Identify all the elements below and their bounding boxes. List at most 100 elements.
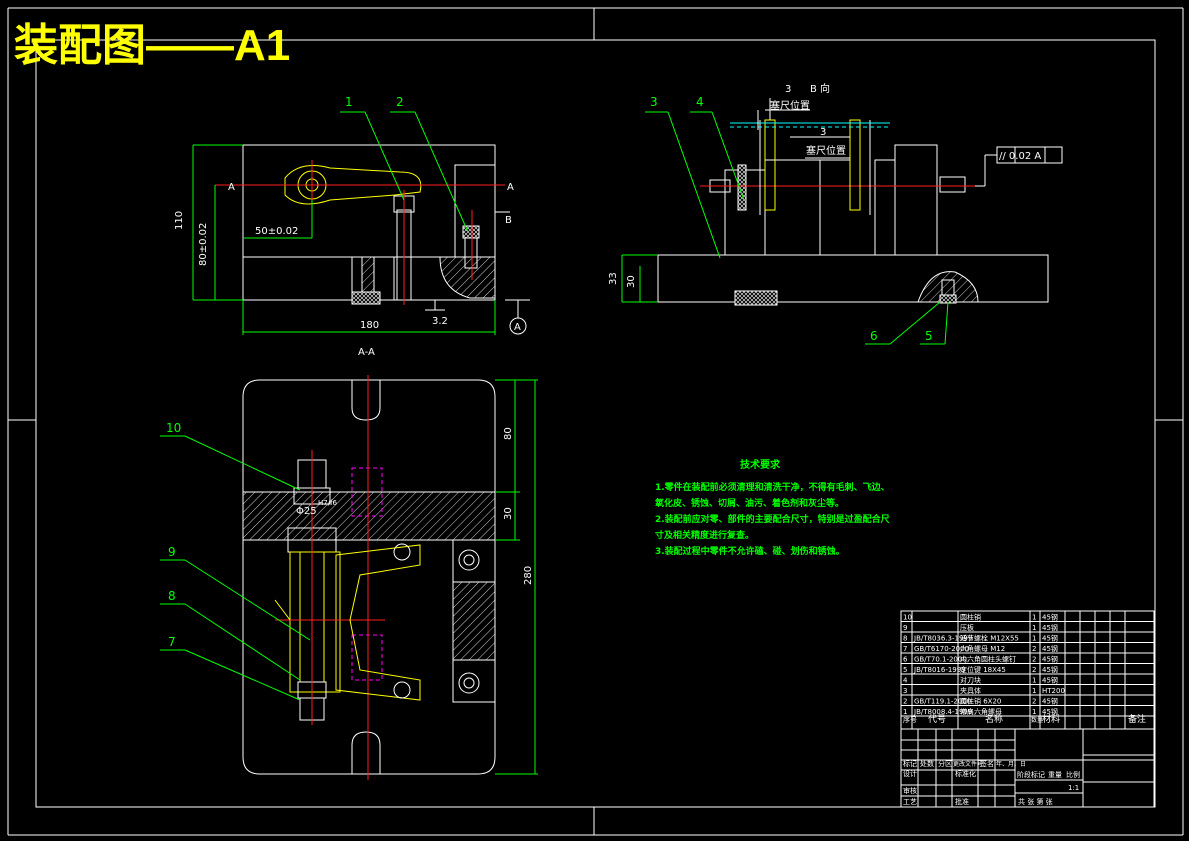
bom-cell: 2 <box>903 698 907 706</box>
balloon-7: 7 <box>168 635 176 649</box>
label-b: B <box>505 215 512 226</box>
tb-cell-review: 审核 <box>903 786 917 795</box>
bom-cell: 定位键 18X45 <box>960 665 1006 674</box>
bom-cell: 1 <box>1032 624 1036 632</box>
section-view <box>242 375 538 780</box>
bom-cell: JB/T8036.3-1999 <box>913 635 972 643</box>
dim-phi25: Φ25 <box>296 506 317 517</box>
title-block-frame <box>900 610 1155 808</box>
bom-cell: 6 <box>903 656 908 664</box>
bom-cell: 45钢 <box>1042 676 1058 685</box>
bom-cell: 压板 <box>960 623 974 632</box>
tb-cell-zone: 分区 <box>938 759 952 768</box>
roughness-3-2: 3.2 <box>432 316 448 327</box>
bom-cell: 4 <box>903 677 908 685</box>
tb-cell-scale: 比例 <box>1066 770 1080 779</box>
tb-cell-weight: 重量 <box>1048 771 1062 779</box>
bom-cell: 圆柱销 6X20 <box>960 697 1001 706</box>
dim-110: 110 <box>174 211 185 230</box>
bom-cell: 1 <box>1032 677 1036 685</box>
bom-cell: 45钢 <box>1042 665 1058 674</box>
balloon-4: 4 <box>696 95 704 109</box>
tb-cell-std: 标准化 <box>955 769 976 778</box>
balloon-6: 6 <box>870 329 878 343</box>
label-a-left: A <box>228 182 235 193</box>
dim-33: 33 <box>608 272 619 285</box>
dim-30b: 30 <box>503 507 514 520</box>
tb-cell-ratio: 1:1 <box>1068 784 1079 792</box>
feeler-position-2: 塞尺位置 <box>806 144 846 157</box>
bom-cell: 45钢 <box>1042 707 1058 716</box>
bom-cell: 5 <box>903 666 907 674</box>
tb-cell-date: 年、月、日 <box>996 760 1026 768</box>
bom-cell: 1 <box>1032 708 1036 716</box>
label-a-right: A <box>507 182 514 193</box>
tb-cell-process: 工艺 <box>903 798 917 806</box>
bom-cell: 2 <box>1032 666 1036 674</box>
tech-line-4: 寸及相关精度进行复查。 <box>655 529 754 541</box>
bom-header-material: 材料 <box>1042 713 1060 725</box>
bom-cell: GB/T6170-2000 <box>914 645 969 653</box>
balloon-5: 5 <box>925 329 933 343</box>
drawing-title: 装配图——A1 <box>14 21 290 70</box>
tech-line-3: 2.装配前应对零、部件的主要配合尺寸，特别是过盈配合尺 <box>655 513 890 525</box>
balloon-8: 8 <box>168 589 176 603</box>
bom-cell: 45钢 <box>1042 623 1058 632</box>
dim-feeler-3: 3 <box>785 84 791 95</box>
bom-cell: 45钢 <box>1042 697 1058 706</box>
bom-cell: HT200 <box>1042 687 1065 695</box>
bom-cell: 45钢 <box>1042 634 1058 643</box>
tb-cell-sheets: 共 张 第 张 <box>1018 797 1053 806</box>
balloon-3: 3 <box>650 95 658 109</box>
balloon-2: 2 <box>396 95 404 109</box>
bom-cell: 45钢 <box>1042 644 1058 653</box>
tech-line-2: 氧化皮、锈蚀、切屑、油污、着色剂和灰尘等。 <box>654 497 844 509</box>
leader-lines-section <box>160 435 311 701</box>
bom-cell: 2 <box>1032 698 1036 706</box>
section-label: A-A <box>358 347 375 358</box>
dim-180: 180 <box>360 320 379 331</box>
bom-cell: 3 <box>903 687 907 695</box>
tb-cell-changedoc: 更改文件号 <box>953 760 983 768</box>
tech-line-1: 1.零件在装配前必须清理和清洗干净，不得有毛刺、飞边、 <box>655 481 890 493</box>
bom-cell: 9 <box>903 624 907 632</box>
bom-cell: 带肩六角螺母 <box>960 707 1002 716</box>
bom-cell: 1 <box>1032 687 1036 695</box>
bom-header-no: 序号 <box>903 715 917 724</box>
datum-a-circle: A <box>514 322 521 333</box>
dim-80b: 80 <box>503 427 514 440</box>
bom-cell: 8 <box>903 635 907 643</box>
dim-30: 30 <box>626 275 637 288</box>
dim-feeler-3b: 3 <box>820 127 826 138</box>
label-b-view: B 向 <box>810 82 830 95</box>
dim-fit: H7/f6 <box>318 499 338 507</box>
side-view <box>621 98 1063 306</box>
front-view <box>192 144 530 335</box>
tb-cell-sign: 签名 <box>980 759 994 768</box>
bom-cell: 六角螺母 M12 <box>960 644 1005 653</box>
bom-cell: 2 <box>1032 656 1036 664</box>
dim-50: 50±0.02 <box>255 226 298 237</box>
dim-280: 280 <box>523 566 534 585</box>
bom-cell: 活节螺栓 M12X55 <box>960 634 1019 643</box>
bom-cell: 夹具体 <box>960 686 981 695</box>
tech-line-5: 3.装配过程中零件不允许磕、碰、划伤和锈蚀。 <box>655 545 845 557</box>
balloon-9: 9 <box>168 545 176 559</box>
bom-cell: 7 <box>903 645 907 653</box>
bom-cell: 圆柱销 <box>960 613 981 622</box>
bom-header-code: 代号 <box>928 714 946 725</box>
bom-cell: 1 <box>1032 635 1036 643</box>
bom-cell: 10 <box>903 614 912 622</box>
dim-80: 80±0.02 <box>198 223 209 266</box>
bom-header-remark: 备注 <box>1128 713 1146 725</box>
bom-cell: 45钢 <box>1042 613 1058 622</box>
tb-cell-mark: 标记 <box>903 759 917 768</box>
feeler-position-1: 塞尺位置 <box>770 99 810 112</box>
tech-heading: 技术要求 <box>740 458 781 471</box>
tb-cell-count: 处数 <box>920 759 934 768</box>
bom-cell: GB/T70.1-2000 <box>914 656 967 664</box>
balloon-10: 10 <box>166 421 181 435</box>
bom-cell: 内六角圆柱头螺钉 <box>960 655 1016 664</box>
